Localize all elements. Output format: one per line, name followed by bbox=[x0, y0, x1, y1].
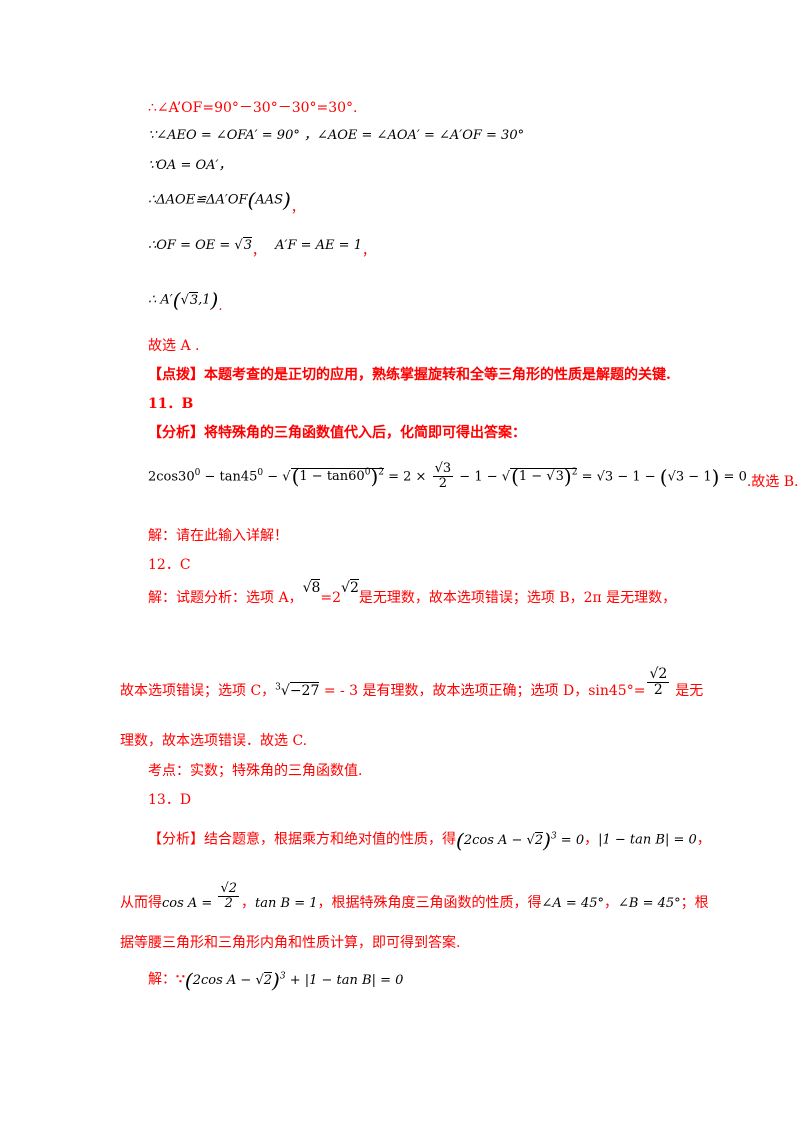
line-because-angles: ∵∠AEO = ∠OFA′ = 90° ，∠AOE = ∠AOA′ = ∠A′O… bbox=[148, 128, 525, 143]
line-q12-options: 故本选项错误；选项 C，3√−27 = - 3 是有理数，故本选项正确；选项 D… bbox=[120, 666, 704, 699]
line-because-oa: ∵OA = OA′， bbox=[148, 158, 232, 173]
of-oe-text: ∴OF = OE = bbox=[148, 238, 235, 253]
line-congruent: ∴ΔAOE≌ΔA′OF(AAS)， bbox=[148, 188, 304, 216]
line-q13-method: 据等腰三角形和三角形内角和性质计算，即可得到答案. bbox=[120, 935, 461, 951]
of-comma: ， bbox=[252, 244, 266, 259]
congruent-rule: AAS bbox=[255, 192, 283, 208]
line-of-oe: ∴OF = OE = √3， A′F = AE = 1， bbox=[148, 237, 375, 259]
congruent-statement: ∴ΔAOE≌ΔA′OF bbox=[148, 192, 248, 208]
af-comma: ， bbox=[361, 244, 375, 259]
line-dianbo: 【点拨】本题考查的是正切的应用，熟练掌握旋转和全等三角形的性质是解题的关键. bbox=[148, 367, 671, 383]
line-q13-solution: 解：∵(2cos A − √2)3 + |1 − tan B| = 0 bbox=[148, 968, 404, 992]
line-point-a: ∴ A′(√3,1). bbox=[148, 288, 223, 314]
line-q12-conclusion: 理数，故本选项错误．故选 C. bbox=[120, 733, 308, 749]
line-q12-analysis: 解：试题分析：选项 A，√8=2√2是无理数，故本选项错误；选项 B，2π 是无… bbox=[148, 579, 677, 606]
line-kaodian: 考点：实数；特殊角的三角函数值. bbox=[148, 763, 363, 779]
line-angle-aof: ∴∠A’OF=90°－30°－30°=30°. bbox=[148, 100, 358, 116]
sqrt-3-a: √3 bbox=[234, 237, 252, 253]
congruent-comma: ， bbox=[290, 200, 304, 216]
line-q13: 13．D bbox=[148, 792, 192, 808]
line-q11: 11．B bbox=[148, 396, 194, 412]
line-choose-a: 故选 A . bbox=[148, 338, 200, 354]
sqrt-tan60: √(1 − tan600)2 bbox=[282, 464, 384, 489]
line-q13-analysis: 【分析】结合题意，根据乘方和绝对值的性质，得(2cos A − √2)3 = 0… bbox=[148, 828, 711, 852]
line-q12: 12．C bbox=[148, 557, 191, 573]
choose-b: .故选 B. bbox=[746, 474, 799, 491]
point-a-label: ∴ A′ bbox=[148, 292, 173, 308]
sqrt-1-minus-sqrt3: √(1 − √3)2 bbox=[501, 464, 578, 489]
af-ae-text: A′F = AE = 1 bbox=[275, 238, 362, 253]
line-fenxi-11: 【分析】将特殊角的三角函数值代入后，化简即可得出答案： bbox=[148, 425, 526, 441]
sqrt-3-b: √3 bbox=[180, 291, 199, 308]
equation-11: 2cos300 − tan450 − √(1 − tan600)2 = 2 × … bbox=[148, 461, 799, 492]
line-jie-placeholder: 解：请在此输入详解！ bbox=[148, 528, 288, 544]
